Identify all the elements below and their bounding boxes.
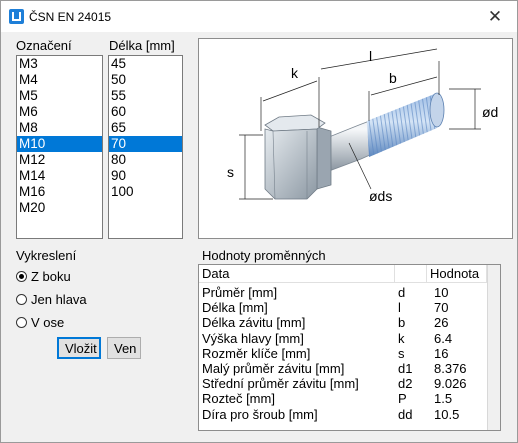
radio-label: Z boku [31,269,71,284]
bolt-head-top [264,114,326,132]
oznaceni-list-item[interactable]: M3 [19,56,38,71]
cell-name: Rozměr klíče [mm] [202,345,311,361]
delka-list-item[interactable]: 45 [111,56,127,71]
delka-list-item[interactable]: 100 [111,184,134,199]
title-bar[interactable]: ČSN EN 24015 ✕ [1,1,517,32]
cell-symbol: d2 [398,376,413,392]
cell-name: Průměr [mm] [202,285,278,300]
cell-value: 26 [434,315,449,331]
grid-header: Data Hodnota [199,265,487,284]
dim-d: ød [482,104,498,120]
table-row[interactable]: Rozteč [mm] P 1.5 [199,391,487,406]
radio-circle-icon[interactable] [16,317,27,328]
delka-list-item[interactable]: 90 [111,168,127,183]
header-value[interactable]: Hodnota [427,265,487,283]
cell-symbol: b [398,315,406,331]
radio-label: V ose [31,315,65,330]
dim-k: k [291,65,299,81]
radio-label: Jen hlava [31,292,87,307]
header-data[interactable]: Data [199,265,395,283]
cell-name: Malý průměr závitu [mm] [202,361,345,376]
hodnoty-label: Hodnoty proměnných [202,248,326,263]
cell-name: Délka závitu [mm] [202,315,306,331]
cell-value: 10.5 [434,406,460,422]
cell-symbol: P [398,391,407,407]
oznaceni-list-item[interactable]: M4 [19,72,38,87]
bolt-svg: k l b ød s øds [227,48,498,204]
bolt-end [429,92,445,128]
dim-ds: øds [369,188,392,204]
cell-value: 70 [434,300,449,316]
table-row[interactable]: Střední průměr závitu [mm] d2 9.026 [199,376,487,391]
oznaceni-list-item[interactable]: M5 [19,88,38,103]
oznaceni-list-item[interactable]: M16 [19,184,46,199]
vykresleni-label: Vykreslení [16,248,77,263]
delka-list-item[interactable]: 70 [109,136,182,152]
cell-name: Díra pro šroub [mm] [202,406,318,422]
cell-name: Výška hlavy [mm] [202,330,304,346]
cell-value: 10 [434,285,449,300]
delka-list-item[interactable]: 60 [111,104,127,119]
cell-symbol: k [398,330,405,346]
oznaceni-list-item[interactable]: M12 [19,152,46,167]
oznaceni-list-item[interactable]: M6 [19,104,38,119]
cell-symbol: d [398,285,406,300]
grid-scrollbar[interactable] [487,265,500,430]
table-row[interactable]: Rozměr klíče [mm] s 16 [199,346,487,361]
oznaceni-list-item[interactable]: M14 [19,168,46,183]
cell-value: 16 [434,345,449,361]
cell-value: 6.4 [434,330,453,346]
delka-list-item[interactable]: 80 [111,152,127,167]
cell-value: 1.5 [434,391,453,407]
delka-list-item[interactable]: 65 [111,120,127,135]
cancel-button[interactable]: Ven [107,337,141,359]
oznaceni-list-item[interactable]: M8 [19,120,38,135]
close-button[interactable]: ✕ [487,7,503,26]
table-row[interactable]: Díra pro šroub [mm] dd 10.5 [199,407,487,422]
cell-name: Délka [mm] [202,300,268,316]
window-title: ČSN EN 24015 [29,10,112,24]
delka-label: Délka [mm] [109,38,175,53]
radio-circle-icon[interactable] [16,271,27,282]
bolt-drawing: k l b ød s øds [198,38,513,239]
table-row[interactable]: Malý průměr závitu [mm] d1 8.376 [199,361,487,376]
cell-value: 9.026 [434,376,467,392]
delka-list-item[interactable]: 50 [111,72,127,87]
header-symbol[interactable] [395,265,427,283]
radio-circle-icon[interactable] [16,294,27,305]
cell-symbol: l [398,300,401,316]
dim-b: b [389,70,397,86]
delka-list-item[interactable]: 55 [111,88,127,103]
oznaceni-list-item[interactable]: M20 [19,200,46,215]
app-icon [9,9,24,24]
bolt-head-front [264,128,318,200]
dim-s: s [227,164,234,180]
table-row[interactable]: Průměr [mm] d 10 [199,285,487,300]
table-row[interactable]: Délka [mm] l 70 [199,300,487,315]
table-row[interactable]: Výška hlavy [mm] k 6.4 [199,331,487,346]
bolt-head-side [316,126,332,190]
oznaceni-list-item[interactable]: M10 [17,136,102,152]
cell-value: 8.376 [434,361,467,376]
cell-name: Rozteč [mm] [202,391,275,407]
oznaceni-label: Označení [16,38,72,53]
cell-symbol: s [398,345,405,361]
table-row[interactable]: Délka závitu [mm] b 26 [199,315,487,330]
cell-symbol: d1 [398,361,413,376]
dim-l: l [369,48,372,64]
cell-symbol: dd [398,406,413,422]
insert-button[interactable]: Vložit [57,337,101,359]
cell-name: Střední průměr závitu [mm] [202,376,359,392]
